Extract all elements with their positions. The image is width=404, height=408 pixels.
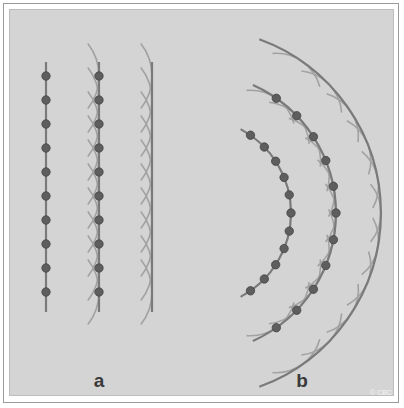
source-dot — [322, 261, 330, 269]
source-dot — [42, 264, 50, 272]
source-dot — [95, 96, 103, 104]
source-dot — [280, 244, 288, 252]
panel-label: b — [296, 370, 308, 392]
source-dot — [42, 168, 50, 176]
source-dot — [272, 94, 280, 102]
source-dot — [42, 240, 50, 248]
source-dot — [287, 209, 295, 217]
panel-label: a — [94, 370, 105, 392]
source-dot — [95, 264, 103, 272]
wavelet-arc — [305, 138, 329, 192]
source-dot — [42, 192, 50, 200]
wavelet-arc — [347, 252, 371, 306]
source-dot — [42, 144, 50, 152]
wavelet-arc — [347, 121, 371, 175]
source-dot — [329, 236, 337, 244]
source-dot — [271, 261, 279, 269]
source-dot — [293, 306, 301, 314]
watermark: © CBC — [370, 389, 392, 396]
source-dot — [42, 96, 50, 104]
source-dot — [272, 323, 280, 331]
spherical-wavefront — [253, 85, 336, 341]
wavelet-arc — [141, 259, 152, 324]
source-dot — [95, 72, 103, 80]
source-dot — [42, 216, 50, 224]
source-dot — [271, 157, 279, 165]
source-dot — [42, 72, 50, 80]
source-dot — [246, 131, 254, 139]
wavelet-arc — [362, 218, 379, 275]
source-dot — [285, 227, 293, 235]
source-dot — [293, 112, 301, 120]
source-dot — [332, 209, 340, 217]
source-dot — [246, 287, 254, 295]
source-dot — [95, 240, 103, 248]
source-dot — [260, 275, 268, 283]
spherical-wavefront — [241, 129, 291, 297]
source-dot — [260, 143, 268, 151]
source-dot — [95, 120, 103, 128]
source-dot — [95, 144, 103, 152]
spherical-wavefront — [259, 39, 381, 387]
source-dot — [285, 191, 293, 199]
source-dot — [95, 288, 103, 296]
wavelet-arc — [362, 151, 379, 208]
source-dot — [95, 216, 103, 224]
plane-wavefront — [151, 62, 153, 312]
source-dot — [329, 182, 337, 190]
source-dot — [309, 133, 317, 141]
source-dot — [322, 156, 330, 164]
source-dot — [95, 192, 103, 200]
source-dot — [42, 120, 50, 128]
source-dot — [95, 168, 103, 176]
source-dot — [280, 173, 288, 181]
source-dot — [309, 285, 317, 293]
source-dot — [42, 288, 50, 296]
